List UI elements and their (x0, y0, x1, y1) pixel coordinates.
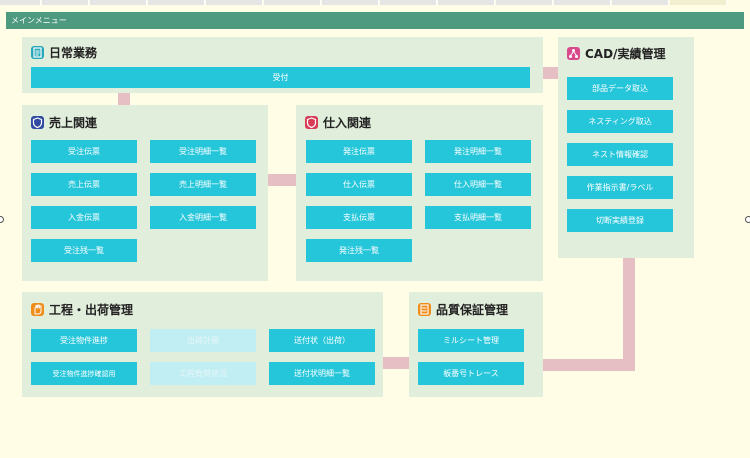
top-tab[interactable] (438, 0, 495, 5)
top-tab[interactable] (322, 0, 379, 5)
purchase-title-label: 仕入関連 (323, 116, 372, 130)
sales-title-label: 売上関連 (49, 116, 98, 130)
sales-detail-list-button[interactable]: 売上明細一覧 (150, 173, 256, 196)
payment-slip-button[interactable]: 支払伝票 (306, 206, 412, 229)
network-icon (567, 47, 580, 60)
parts-data-import-button[interactable]: 部品データ取込 (567, 77, 673, 100)
top-tab[interactable] (206, 0, 263, 5)
cutting-record-register-button[interactable]: 切断実績登録 (567, 209, 673, 232)
nest-info-check-button[interactable]: ネスト情報確認 (567, 143, 673, 166)
purchase-order-slip-button[interactable]: 発注伝票 (306, 140, 412, 163)
delivery-note-button[interactable]: 送付状（出荷） (269, 329, 375, 352)
top-tab[interactable] (264, 0, 321, 5)
quality-title: 品質保証管理 (418, 301, 508, 318)
purchase-title: 仕入関連 (305, 114, 371, 131)
delivery-note-detail-list-button[interactable]: 送付状明細一覧 (269, 362, 375, 385)
mill-sheet-button[interactable]: ミルシート管理 (418, 329, 524, 352)
connector-line (543, 359, 635, 371)
purchase-order-detail-list-button[interactable]: 発注明細一覧 (425, 140, 531, 163)
top-tab[interactable] (90, 0, 147, 5)
process-title: 工程・出荷管理 (31, 301, 133, 318)
top-tab-strip (0, 0, 750, 6)
shield-icon (305, 116, 318, 129)
daily-title: 日常業務 (31, 44, 97, 61)
order-item-progress-button[interactable]: 受注物件進捗 (31, 329, 137, 352)
order-item-progress-confirm-button[interactable]: 受注物件進捗確認用 (31, 362, 137, 385)
top-tab[interactable] (148, 0, 205, 5)
top-tab[interactable] (0, 0, 41, 5)
top-tab[interactable] (670, 0, 727, 5)
cad-title: CAD/実績管理 (567, 45, 665, 62)
purchase-slip-button[interactable]: 仕入伝票 (306, 173, 412, 196)
process-load-status-button[interactable]: 工程負荷状況 (150, 362, 256, 385)
connector-line (118, 93, 130, 105)
checklist-icon (418, 303, 431, 316)
hand-icon (31, 303, 44, 316)
top-tab[interactable] (612, 0, 669, 5)
connector-line (268, 174, 296, 186)
deposit-detail-list-button[interactable]: 入金明細一覧 (150, 206, 256, 229)
process-title-label: 工程・出荷管理 (49, 303, 134, 317)
cad-title-label: CAD/実績管理 (585, 47, 666, 61)
daily-title-label: 日常業務 (49, 46, 98, 60)
main-menu-bar: メインメニュー (6, 12, 744, 29)
order-balance-list-button[interactable]: 受注残一覧 (31, 239, 137, 262)
quality-title-label: 品質保証管理 (436, 303, 509, 317)
resize-handle-right[interactable] (745, 216, 750, 223)
order-slip-button[interactable]: 受注伝票 (31, 140, 137, 163)
nesting-import-button[interactable]: ネスティング取込 (567, 110, 673, 133)
payment-detail-list-button[interactable]: 支払明細一覧 (425, 206, 531, 229)
shipping-plan-button[interactable]: 出荷計画 (150, 329, 256, 352)
order-detail-list-button[interactable]: 受注明細一覧 (150, 140, 256, 163)
document-icon (31, 46, 44, 59)
connector-line (543, 67, 558, 79)
order-reception-button[interactable]: 受付 (31, 67, 530, 88)
resize-handle-left[interactable] (0, 216, 4, 223)
plate-number-trace-button[interactable]: 板番号トレース (418, 362, 524, 385)
purchase-detail-list-button[interactable]: 仕入明細一覧 (425, 173, 531, 196)
connector-line (623, 258, 635, 371)
sales-title: 売上関連 (31, 114, 97, 131)
top-tab[interactable] (554, 0, 611, 5)
sales-slip-button[interactable]: 売上伝票 (31, 173, 137, 196)
work-instruction-label-button[interactable]: 作業指示書/ラベル (567, 176, 673, 199)
shield-icon (31, 116, 44, 129)
connector-line (383, 357, 409, 369)
top-tab[interactable] (380, 0, 437, 5)
top-tab[interactable] (42, 0, 89, 5)
purchase-order-balance-list-button[interactable]: 発注残一覧 (306, 239, 412, 262)
deposit-slip-button[interactable]: 入金伝票 (31, 206, 137, 229)
top-tab[interactable] (496, 0, 553, 5)
